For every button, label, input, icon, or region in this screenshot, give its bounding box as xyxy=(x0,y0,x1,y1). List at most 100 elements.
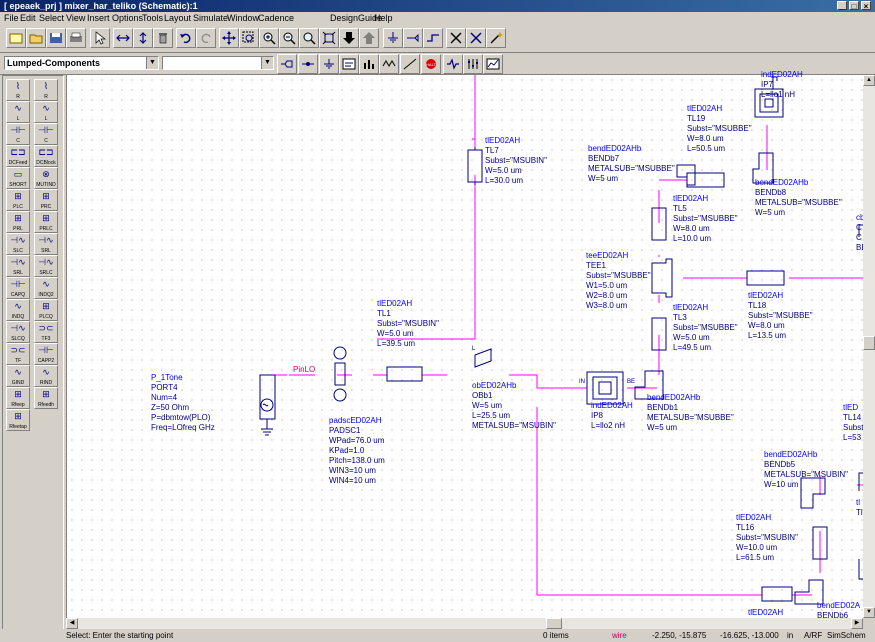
palette-item-l[interactable]: ∿L xyxy=(6,101,30,123)
menu-tools[interactable]: Tools xyxy=(142,13,164,23)
palette-item-gind[interactable]: ∿GIND xyxy=(6,365,30,387)
palette-item-capp2[interactable]: ⊣⊢CAPP2 xyxy=(34,343,58,365)
menu-view[interactable]: View xyxy=(66,13,86,23)
net-name-icon[interactable] xyxy=(298,54,318,74)
menu-window[interactable]: Window xyxy=(227,13,260,23)
line-draw-icon[interactable] xyxy=(400,54,420,74)
palette-item-prlc[interactable]: ⊞PRLC xyxy=(34,211,58,233)
zoom-out-icon[interactable] xyxy=(279,28,299,48)
tune-icon[interactable] xyxy=(463,54,483,74)
open-icon[interactable] xyxy=(26,28,46,48)
palette-item-tf[interactable]: ⊃⊂TF xyxy=(6,343,30,365)
view-all-icon[interactable] xyxy=(319,28,339,48)
menu-select[interactable]: Select xyxy=(39,13,65,23)
mirror-y-icon[interactable] xyxy=(133,28,153,48)
palette-item-mutind[interactable]: ⊗MUTIND xyxy=(34,167,58,189)
palette-item-dcblock[interactable]: ⊏⊐DCBlock xyxy=(34,145,58,167)
deactivate-short-icon[interactable] xyxy=(466,28,486,48)
bar-chart-icon[interactable] xyxy=(359,54,379,74)
scroll-left-icon[interactable]: ◀ xyxy=(66,618,78,629)
palette-item-tf3[interactable]: ⊃⊂TF3 xyxy=(34,321,58,343)
push-into-hierarchy-icon[interactable] xyxy=(339,28,359,48)
menu-insert[interactable]: Insert xyxy=(87,13,110,23)
delete-icon[interactable] xyxy=(153,28,173,48)
move-icon[interactable] xyxy=(219,28,239,48)
palette-item-l[interactable]: ∿L xyxy=(34,101,58,123)
undo-icon[interactable] xyxy=(176,28,196,48)
vertical-scrollbar[interactable]: ▲ ▼ xyxy=(863,75,875,618)
scroll-thumb-h[interactable] xyxy=(546,618,562,629)
palette-item-srlc[interactable]: ⊣∿SRLC xyxy=(34,255,58,277)
port-icon[interactable] xyxy=(277,54,297,74)
palette-item-indq[interactable]: ∿INDQ xyxy=(6,299,30,321)
ground-icon[interactable] xyxy=(319,54,339,74)
select-arrow-icon[interactable] xyxy=(90,28,110,48)
palette-item-srl[interactable]: ⊣∿SRL xyxy=(6,255,30,277)
palette-item-srl[interactable]: ⊣∿SRL xyxy=(34,233,58,255)
port-insert-icon[interactable] xyxy=(403,28,423,48)
menu-simulate[interactable]: Simulate xyxy=(193,13,229,23)
palette-item-rfeep[interactable]: ⊞Rfeep xyxy=(6,387,30,409)
component-select[interactable]: ▼ xyxy=(162,56,274,70)
simulate-stop-icon[interactable]: HALT xyxy=(421,54,441,74)
palette-item-plcq[interactable]: ⊞PLCQ xyxy=(34,299,58,321)
tl18-body xyxy=(746,270,785,286)
palette-item-prc[interactable]: ⊞PRC xyxy=(34,189,58,211)
palette-item-plc[interactable]: ⊞PLC xyxy=(6,189,30,211)
print-icon[interactable] xyxy=(66,28,86,48)
scroll-up-icon[interactable]: ▲ xyxy=(863,75,875,86)
library-select[interactable]: Lumped-Components ▼ xyxy=(4,56,159,70)
menu-cadence[interactable]: Cadence xyxy=(258,13,295,23)
zoom-area-icon[interactable] xyxy=(239,28,259,48)
zoom-2x-icon[interactable] xyxy=(299,28,319,48)
mirror-x-icon[interactable] xyxy=(113,28,133,48)
palette-item-rind[interactable]: ∿RIND xyxy=(34,365,58,387)
palette-item-dcfeed[interactable]: ⊏⊐DCFeed xyxy=(6,145,30,167)
scroll-thumb-v[interactable] xyxy=(863,336,875,350)
palette-item-rfeedh[interactable]: ⊞Rfeedh xyxy=(34,387,58,409)
port4-label-line: P_1Tone xyxy=(151,373,183,382)
data-display-icon[interactable] xyxy=(483,54,503,74)
srlc-icon: ⊣∿ xyxy=(38,257,54,267)
menu-file[interactable]: File xyxy=(4,13,19,23)
palette-item-capq[interactable]: ⊣⊢CAPQ xyxy=(6,277,30,299)
new-icon[interactable] xyxy=(6,28,26,48)
pop-out-icon[interactable] xyxy=(359,28,379,48)
cb-label-line: cb xyxy=(856,213,865,222)
palette-item-slc[interactable]: ⊣∿SLC xyxy=(6,233,30,255)
palette-item-slcq[interactable]: ⊣∿SLCQ xyxy=(6,321,30,343)
palette-item-label: PRLC xyxy=(39,226,53,232)
var-equation-icon[interactable] xyxy=(339,54,359,74)
tl16-label-line: TL16 xyxy=(736,523,755,532)
minimize-button[interactable]: _ xyxy=(837,1,847,11)
scroll-down-icon[interactable]: ▼ xyxy=(863,607,875,618)
palette-item-c[interactable]: ⊣⊢C xyxy=(6,123,30,145)
menu-designguide[interactable]: DesignGuide xyxy=(330,13,383,23)
palette-item-indq2[interactable]: ∿INDQ2 xyxy=(34,277,58,299)
menu-help[interactable]: Help xyxy=(374,13,393,23)
palette-item-r[interactable]: ⌇R xyxy=(34,79,58,101)
menu-edit[interactable]: Edit xyxy=(20,13,36,23)
menu-layout[interactable]: Layout xyxy=(164,13,192,23)
redo-icon[interactable] xyxy=(196,28,216,48)
zoom-in-icon[interactable] xyxy=(259,28,279,48)
wire-insert-icon[interactable] xyxy=(423,28,443,48)
palette-item-rfeetap[interactable]: ⊞Rfeetap xyxy=(6,409,30,431)
horizontal-scrollbar[interactable]: ◀ ▶ xyxy=(66,618,863,629)
maximize-button[interactable]: □ xyxy=(849,1,859,11)
close-button[interactable]: × xyxy=(861,1,871,11)
tuning-icon[interactable] xyxy=(379,54,399,74)
wand-icon[interactable] xyxy=(486,28,506,48)
deactivate-icon[interactable] xyxy=(446,28,466,48)
simulate-icon[interactable] xyxy=(443,54,463,74)
palette-item-r[interactable]: ⌇R xyxy=(6,79,30,101)
save-icon[interactable] xyxy=(46,28,66,48)
scroll-right-icon[interactable]: ▶ xyxy=(851,618,863,629)
palette-item-prl[interactable]: ⊞PRL xyxy=(6,211,30,233)
tl5-label-line: Subst="MSUBBE" xyxy=(673,214,738,223)
ground-insert-icon[interactable] xyxy=(383,28,403,48)
palette-item-short[interactable]: ▭SHORT xyxy=(6,167,30,189)
palette-item-c[interactable]: ⊣⊢C xyxy=(34,123,58,145)
menu-options[interactable]: Options xyxy=(112,13,144,23)
